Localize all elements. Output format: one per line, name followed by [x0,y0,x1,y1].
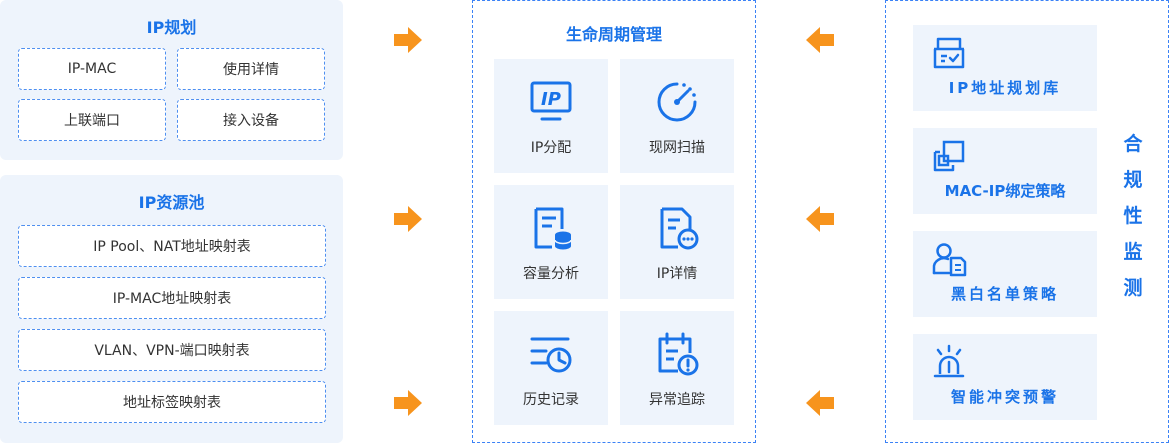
ip-plan-title: IP规划 [146,18,197,37]
radar-scan-icon [657,82,697,122]
compliance-label: 智能冲突预警 [950,388,1059,406]
ip-plan-panel: IP规划 IP-MAC 使用详情 上联端口 接入设备 [0,0,343,160]
card-history: 历史记录 [494,311,608,425]
compliance-label: MAC-IP绑定策略 [944,182,1066,200]
lifecycle-panel: 生命周期管理 IP IP分配 现网扫描 容量分析 [472,0,756,443]
ip-plan-item-access-device: 接入设备 [177,99,325,141]
calendar-alert-icon [658,332,699,376]
arrow-right-icon [394,390,422,416]
ip-pool-title: IP资源池 [138,193,205,212]
compliance-label: IP地址规划库 [948,79,1062,97]
card-label: 现网扫描 [649,140,705,156]
ip-plan-item-ip-mac: IP-MAC [18,48,166,90]
compliance-title: 合规性监测 [1123,133,1143,299]
compliance-label: 黑白名单策略 [950,285,1059,303]
compliance-item-conflict-alert: 智能冲突预警 [913,334,1097,420]
ip-monitor-icon: IP [530,81,572,121]
arrow-left-icon [806,390,834,416]
card-network-scan: 现网扫描 [620,59,734,173]
ip-pool-item-label: 地址标签映射表 [18,381,326,423]
document-database-icon [534,207,572,250]
arrow-left-icon [806,27,834,53]
compliance-item-ip-plan-lib: IP地址规划库 [913,25,1097,111]
document-more-icon [660,207,699,250]
binding-squares-icon [933,140,965,172]
ip-plan-item-usage: 使用详情 [177,48,325,90]
svg-text:IP: IP [541,89,561,110]
ip-pool-item-vlan: VLAN、VPN-端口映射表 [18,329,326,371]
arrow-right-icon [394,27,422,53]
arrow-left-icon [806,206,834,232]
lifecycle-title: 生命周期管理 [565,25,662,44]
compliance-item-black-white-list: 黑白名单策略 [913,231,1097,317]
card-label: IP分配 [530,140,572,156]
card-ip-allocation: IP IP分配 [494,59,608,173]
list-clock-icon [530,337,572,373]
card-label: IP详情 [656,266,698,282]
card-label: 历史记录 [523,392,579,408]
arrow-right-icon [394,206,422,232]
card-ip-detail: IP详情 [620,185,734,299]
card-label: 异常追踪 [649,392,705,408]
card-label: 容量分析 [523,266,579,282]
compliance-panel: IP地址规划库 MAC-IP绑定策略 黑白名单策略 智能冲突预警 [885,0,1169,443]
ip-pool-panel: IP资源池 IP Pool、NAT地址映射表 IP-MAC地址映射表 VLAN、… [0,175,343,443]
alarm-light-icon [933,344,965,378]
user-list-icon [932,243,967,277]
ip-pool-item-ip-mac: IP-MAC地址映射表 [18,277,326,319]
compliance-item-mac-ip-binding: MAC-IP绑定策略 [913,128,1097,214]
card-capacity-analysis: 容量分析 [494,185,608,299]
ip-plan-item-uplink: 上联端口 [18,99,166,141]
ip-pool-item-nat: IP Pool、NAT地址映射表 [18,225,326,267]
card-anomaly-tracking: 异常追踪 [620,311,734,425]
archive-box-icon [933,37,965,69]
